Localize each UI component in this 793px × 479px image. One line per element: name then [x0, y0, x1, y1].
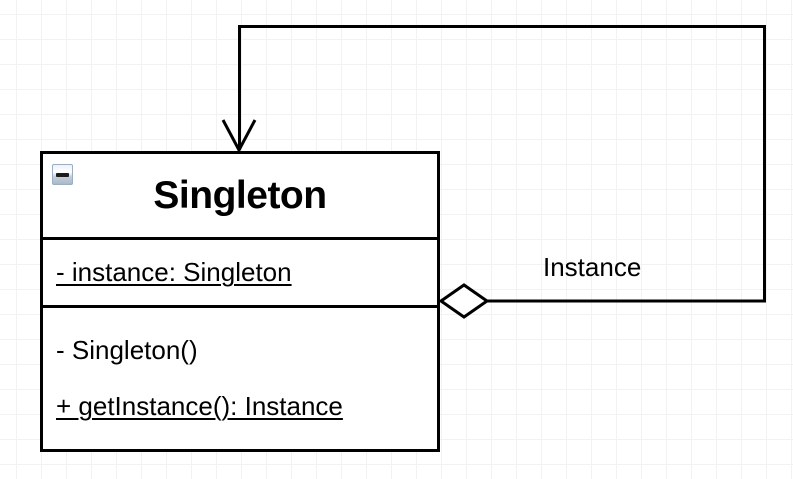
class-attributes-compartment: - instance: Singleton — [43, 240, 437, 308]
class-name-label: Singleton — [153, 174, 327, 217]
aggregation-diamond-icon — [438, 283, 490, 319]
minus-bar — [56, 173, 69, 177]
class-operations-compartment: - Singleton() + getInstance(): Instance — [43, 308, 437, 449]
association-label: Instance — [543, 252, 642, 282]
attribute-instance: - instance: Singleton — [56, 257, 292, 288]
minus-icon[interactable] — [52, 164, 73, 185]
association-arrowhead-icon — [221, 119, 257, 154]
class-singleton[interactable]: Singleton - instance: Singleton - Single… — [40, 151, 440, 452]
operation-get-instance: + getInstance(): Instance — [56, 391, 343, 421]
operation-singleton-constructor: - Singleton() — [56, 335, 198, 366]
class-name-compartment: Singleton — [43, 154, 437, 240]
